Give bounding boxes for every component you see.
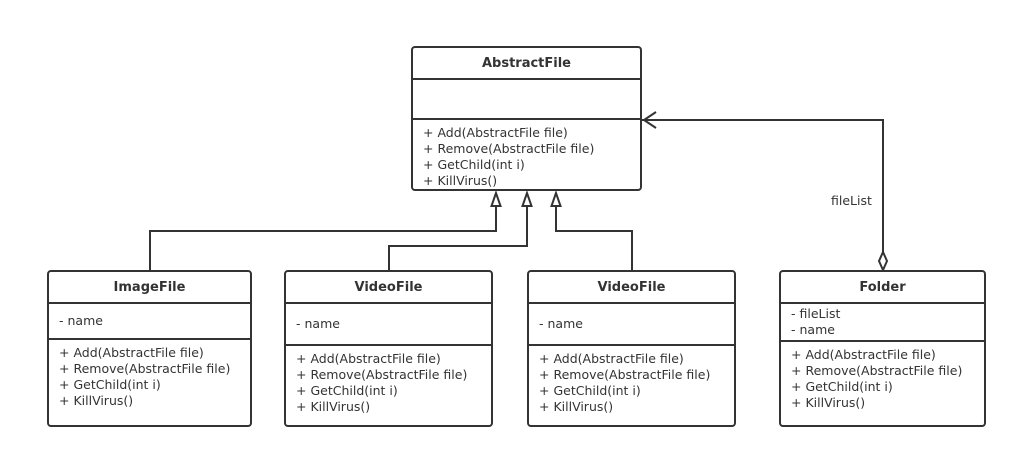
generalization-arrowhead-videofile2	[550, 189, 562, 207]
aggregation-diamond	[877, 249, 889, 273]
class-videofile1[interactable]: VideoFile- name+ Add(AbstractFile file)+…	[284, 270, 493, 427]
operation: + GetChild(int i)	[59, 377, 161, 392]
operation: + Add(AbstractFile file)	[423, 125, 568, 140]
operation: + KillVirus()	[59, 393, 134, 408]
operation: + KillVirus()	[791, 395, 866, 410]
operation: + Remove(AbstractFile file)	[296, 367, 468, 382]
attribute: - fileList	[791, 306, 841, 321]
class-imagefile[interactable]: ImageFile- name+ Add(AbstractFile file)+…	[47, 270, 252, 427]
operation: + Add(AbstractFile file)	[296, 351, 441, 366]
generalization-line-imagefile	[149, 206, 497, 270]
aggregation-line	[642, 119, 884, 252]
class-attributes: - name	[529, 304, 734, 346]
operation: + Add(AbstractFile file)	[539, 351, 684, 366]
operation: + Remove(AbstractFile file)	[539, 367, 711, 382]
class-attributes	[413, 80, 640, 120]
class-name: VideoFile	[286, 272, 491, 304]
operation: + Remove(AbstractFile file)	[59, 361, 231, 376]
generalization-arrowhead-videofile1	[521, 189, 533, 207]
generalization-arrowhead-imagefile	[490, 189, 502, 207]
operation: + KillVirus()	[423, 173, 498, 188]
class-operations: + Add(AbstractFile file)+ Remove(Abstrac…	[49, 340, 250, 409]
association-label: fileList	[831, 193, 872, 208]
class-operations: + Add(AbstractFile file)+ Remove(Abstrac…	[286, 346, 491, 415]
operation: + Add(AbstractFile file)	[791, 347, 936, 362]
class-attributes: - name	[286, 304, 491, 346]
class-operations: + Add(AbstractFile file)+ Remove(Abstrac…	[529, 346, 734, 415]
class-name: ImageFile	[49, 272, 250, 304]
operation: + GetChild(int i)	[791, 379, 893, 394]
operation: + GetChild(int i)	[539, 383, 641, 398]
operation: + KillVirus()	[539, 399, 614, 414]
operation: + KillVirus()	[296, 399, 371, 414]
class-name: VideoFile	[529, 272, 734, 304]
class-videofile2[interactable]: VideoFile- name+ Add(AbstractFile file)+…	[527, 270, 736, 427]
operation: + Remove(AbstractFile file)	[423, 141, 595, 156]
class-name: AbstractFile	[413, 48, 640, 80]
generalization-line-videofile2	[555, 206, 633, 270]
operation: + Add(AbstractFile file)	[59, 345, 204, 360]
class-operations: + Add(AbstractFile file)+ Remove(Abstrac…	[413, 120, 640, 189]
class-operations: + Add(AbstractFile file)+ Remove(Abstrac…	[781, 342, 984, 411]
class-name: Folder	[781, 272, 984, 304]
attribute: - name	[791, 322, 835, 337]
class-attributes: - name	[49, 304, 250, 340]
aggregation-arrowhead	[642, 111, 657, 129]
class-abstractfile[interactable]: AbstractFile + Add(AbstractFile file)+ Re…	[411, 46, 642, 191]
attribute: - name	[539, 316, 583, 331]
operation: + GetChild(int i)	[296, 383, 398, 398]
generalization-line-videofile1	[388, 206, 528, 270]
operation: + Remove(AbstractFile file)	[791, 363, 963, 378]
attribute: - name	[59, 313, 103, 328]
attribute: - name	[296, 316, 340, 331]
operation: + GetChild(int i)	[423, 157, 525, 172]
class-folder[interactable]: Folder- fileList- name+ Add(AbstractFile…	[779, 270, 986, 427]
class-attributes: - fileList- name	[781, 304, 984, 342]
